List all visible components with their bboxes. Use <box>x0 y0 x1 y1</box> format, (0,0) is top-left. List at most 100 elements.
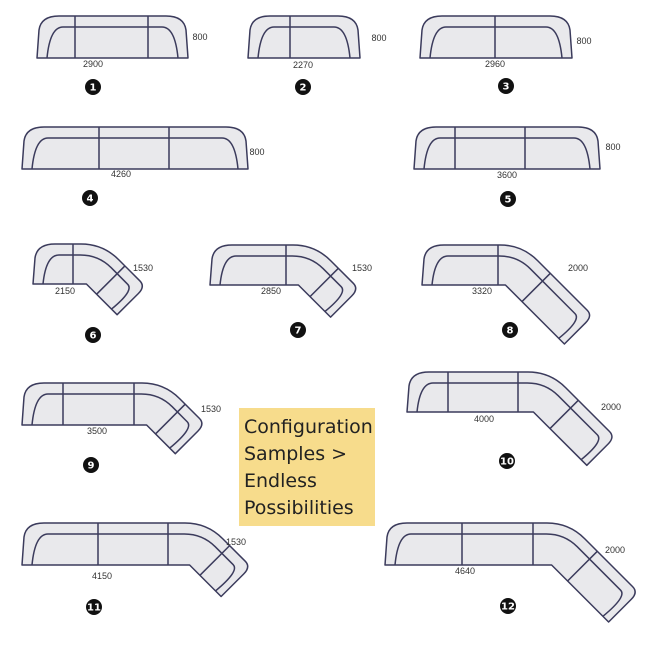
width-dimension: 2960 <box>485 59 505 69</box>
number-badge: 9 <box>83 457 99 473</box>
badge-circle <box>85 327 101 343</box>
sofa-backrest-line <box>257 26 351 59</box>
number-badge: 12 <box>500 598 516 614</box>
badge-number: 12 <box>501 602 515 613</box>
width-dimension: 2150 <box>55 286 75 296</box>
width-dimension: 3500 <box>87 426 107 436</box>
depth-dimension: 1530 <box>226 537 246 547</box>
sofa-backrest-line <box>429 26 563 59</box>
badge-circle <box>498 78 514 94</box>
caption-line: Configuration <box>244 416 373 438</box>
depth-dimension: 800 <box>605 142 620 152</box>
sofa-configuration-5: 3600 800 5 <box>413 126 621 207</box>
sofa-backrest-line <box>416 382 600 461</box>
sofa-configuration-2: 2270 800 2 <box>247 15 387 95</box>
badge-number: 5 <box>505 195 512 206</box>
number-badge: 1 <box>85 79 101 95</box>
sofa-configuration-3: 2960 800 3 <box>419 15 592 94</box>
sofa-outline <box>32 243 143 316</box>
badge-number: 1 <box>90 83 97 94</box>
module-divider <box>154 403 186 435</box>
sofa-outline <box>21 126 249 170</box>
depth-dimension: 1530 <box>352 263 372 273</box>
width-dimension: 4260 <box>111 169 131 179</box>
badge-circle <box>83 457 99 473</box>
number-badge: 7 <box>290 322 306 338</box>
badge-number: 8 <box>507 326 514 337</box>
depth-dimension: 800 <box>249 147 264 157</box>
sofa-configuration-4: 4260 800 4 <box>21 126 265 206</box>
caption-line: Samples > <box>244 443 348 465</box>
sofa-configuration-9: 3500 1530 9 <box>21 382 221 473</box>
depth-dimension: 1530 <box>133 263 153 273</box>
depth-dimension: 800 <box>576 36 591 46</box>
depth-dimension: 2000 <box>605 545 625 555</box>
module-divider <box>199 545 231 576</box>
badge-circle <box>502 322 518 338</box>
sofa-configuration-8: 3320 2000 8 <box>421 244 591 345</box>
width-dimension: 2850 <box>261 286 281 296</box>
sofa-outline <box>209 244 357 318</box>
badge-circle <box>500 191 516 207</box>
sofa-configuration-10: 4000 2000 10 <box>406 371 621 469</box>
caption-line: Endless <box>244 470 317 492</box>
number-badge: 6 <box>85 327 101 343</box>
width-dimension: 3600 <box>497 170 517 180</box>
sofa-outline <box>36 15 189 59</box>
badge-circle <box>86 599 102 615</box>
number-badge: 8 <box>502 322 518 338</box>
sofa-backrest-line <box>46 26 179 59</box>
sofa-outline <box>21 382 203 455</box>
depth-dimension: 800 <box>371 33 386 43</box>
badge-circle <box>85 79 101 95</box>
sofa-backrest-line <box>423 137 591 170</box>
sofa-outline <box>384 522 636 623</box>
caption-line: Possibilities <box>244 497 354 519</box>
number-badge: 5 <box>500 191 516 207</box>
number-badge: 10 <box>499 453 515 469</box>
width-dimension: 4150 <box>92 571 112 581</box>
badge-circle <box>290 322 306 338</box>
width-dimension: 2270 <box>293 60 313 70</box>
width-dimension: 3320 <box>472 286 492 296</box>
depth-dimension: 2000 <box>601 402 621 412</box>
sofa-backrest-line <box>394 533 623 617</box>
badge-number: 10 <box>500 457 514 468</box>
depth-dimension: 2000 <box>568 263 588 273</box>
sofa-configuration-6: 2150 1530 6 <box>32 243 153 343</box>
sofa-configuration-11: 4150 1530 11 <box>21 522 249 615</box>
badge-circle <box>295 79 311 95</box>
sofa-backrest-line <box>219 255 344 313</box>
badge-number: 11 <box>87 603 101 614</box>
badge-number: 9 <box>88 461 95 472</box>
badge-number: 6 <box>90 331 97 342</box>
depth-dimension: 1530 <box>201 404 221 414</box>
number-badge: 4 <box>82 190 98 206</box>
width-dimension: 4000 <box>474 414 494 424</box>
depth-dimension: 800 <box>192 32 207 42</box>
number-badge: 3 <box>498 78 514 94</box>
badge-circle <box>82 190 98 206</box>
sofa-outline <box>413 126 601 170</box>
sofa-configuration-1: 2900 800 1 <box>36 15 208 95</box>
sofa-backrest-line <box>31 393 190 449</box>
number-badge: 2 <box>295 79 311 95</box>
sofa-outline <box>421 244 591 345</box>
module-divider <box>96 265 126 295</box>
sofa-outline <box>419 15 573 59</box>
sofa-configuration-12: 4640 2000 12 <box>384 522 636 623</box>
sofa-outline <box>21 522 249 598</box>
width-dimension: 4640 <box>455 566 475 576</box>
module-divider <box>521 272 551 303</box>
sofa-backrest-line <box>431 255 578 339</box>
badge-number: 4 <box>87 194 94 205</box>
sofa-backrest-line <box>31 137 239 170</box>
width-dimension: 2900 <box>83 59 103 69</box>
module-divider <box>309 267 339 298</box>
badge-circle <box>500 598 516 614</box>
badge-number: 2 <box>300 83 307 94</box>
module-divider <box>549 399 579 430</box>
sofa-configuration-7: 2850 1530 7 <box>209 244 372 338</box>
badge-circle <box>499 453 515 469</box>
